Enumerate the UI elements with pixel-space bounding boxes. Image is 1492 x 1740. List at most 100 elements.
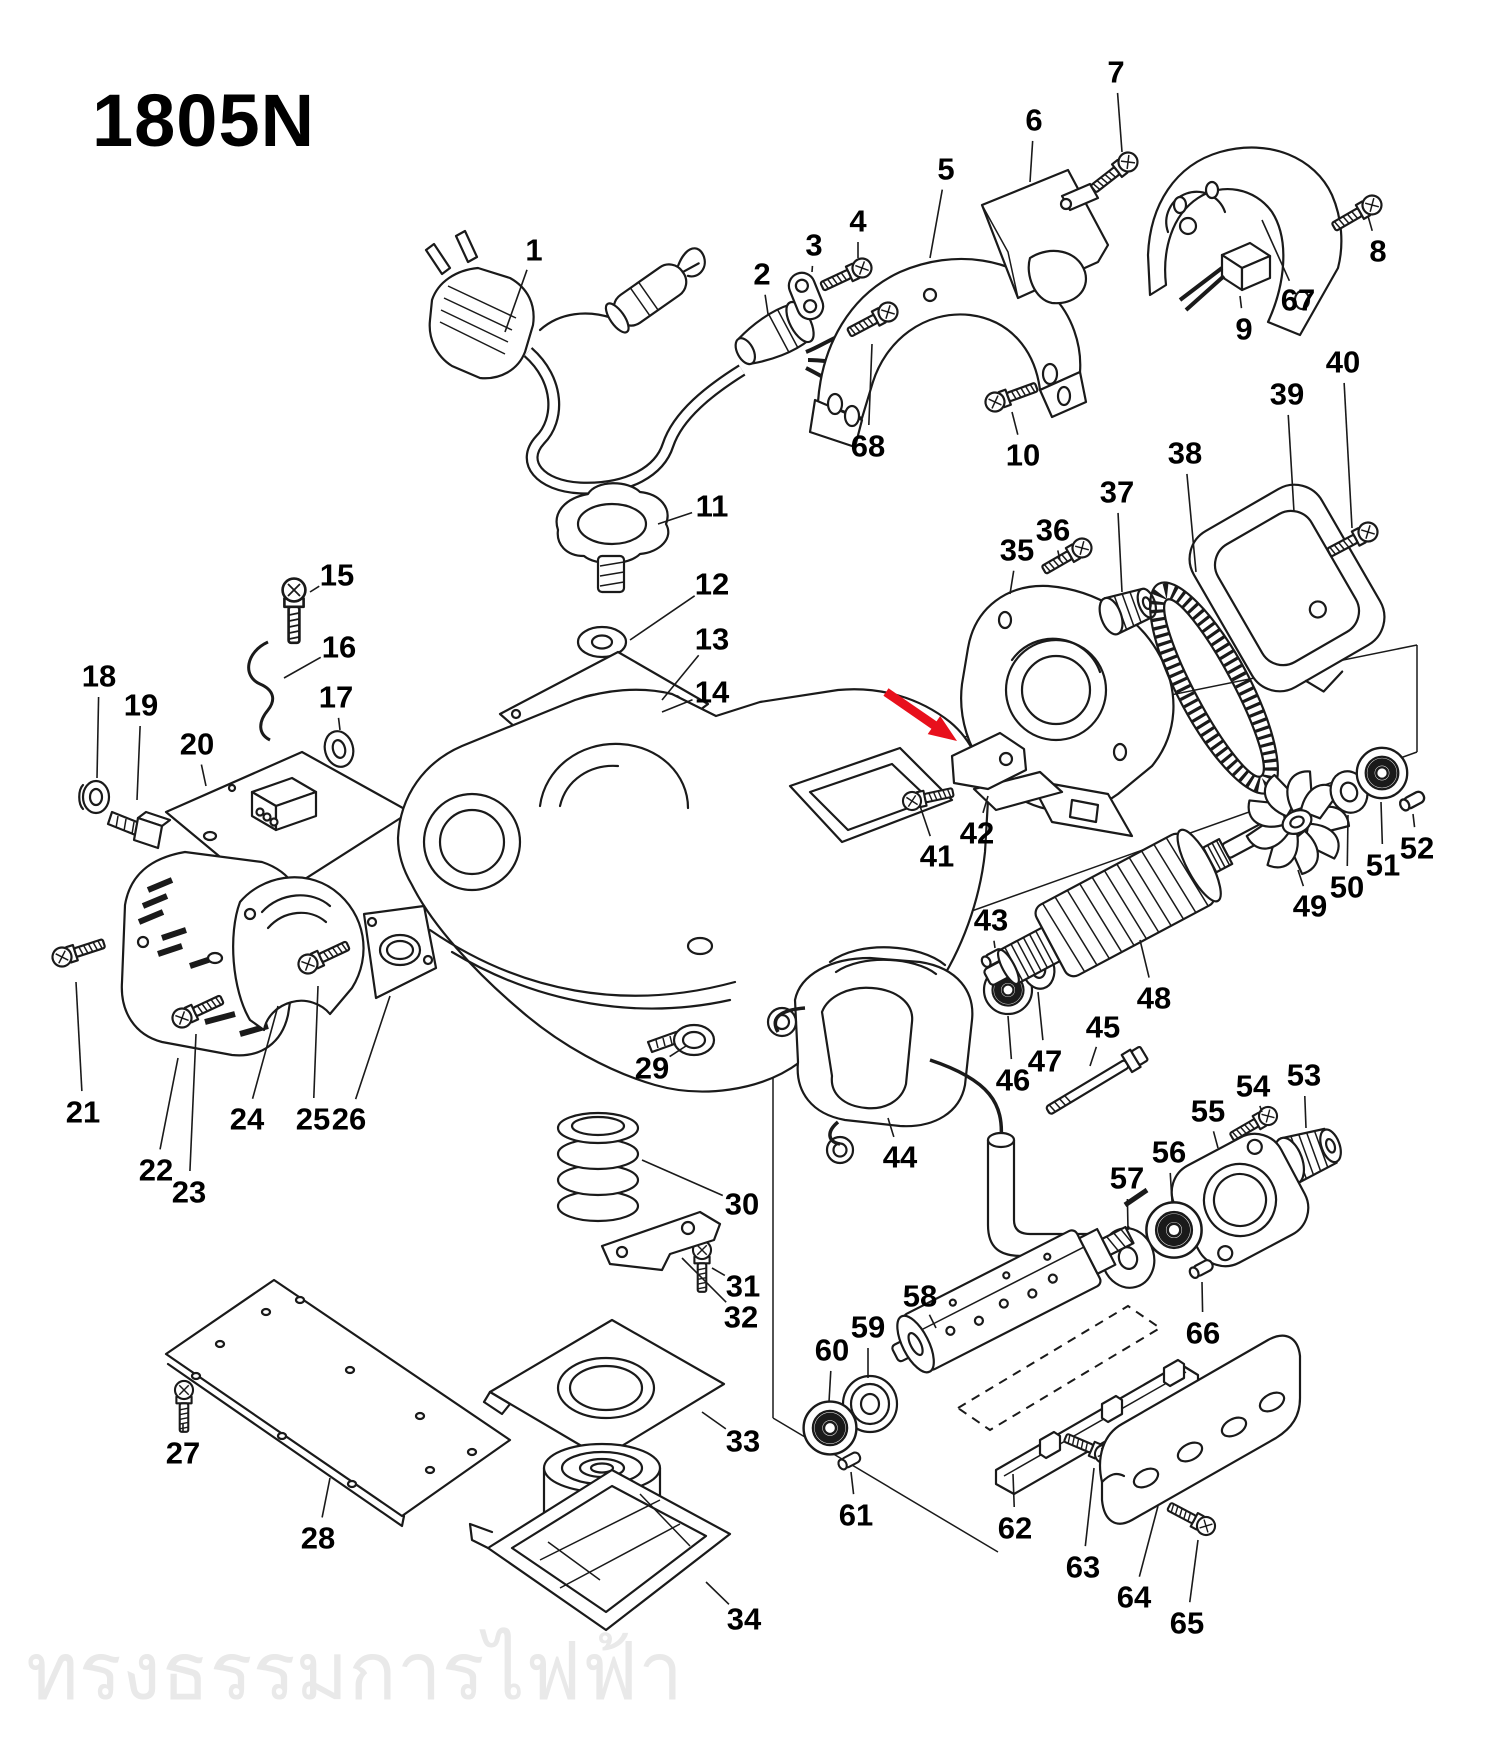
part-number-60: 60	[814, 1332, 850, 1368]
part-number-30: 30	[724, 1186, 760, 1222]
leader-line-12	[629, 595, 696, 641]
part-number-61: 61	[838, 1497, 874, 1533]
leader-line-63	[1084, 1467, 1095, 1547]
part-7-screw	[1086, 147, 1143, 198]
leader-line-23	[189, 1033, 197, 1172]
part-55-bearing-box	[1170, 1132, 1310, 1268]
watermark-text: ทรงธรรมการไฟฟ้า	[26, 1627, 684, 1716]
part-number-21: 21	[65, 1094, 101, 1130]
leader-line-32	[681, 1257, 727, 1303]
leader-line-21	[75, 981, 83, 1092]
part-39-belt-cover	[1188, 483, 1386, 693]
part-number-44: 44	[882, 1139, 918, 1175]
leader-line-66	[1201, 1281, 1204, 1313]
part-number-66: 66	[1185, 1315, 1221, 1351]
leader-line-8	[1367, 215, 1374, 232]
leader-line-24	[251, 1005, 279, 1099]
part-number-18: 18	[81, 658, 117, 694]
leader-line-52	[1412, 813, 1416, 828]
part-44-field-coil	[766, 946, 1149, 1258]
part-number-48: 48	[1136, 980, 1172, 1016]
part-42-brush-holder-bracket	[950, 731, 1064, 812]
part-64-blade-cover	[1098, 1334, 1302, 1525]
part-number-2: 2	[753, 256, 771, 292]
part-21-screw	[48, 933, 108, 971]
leader-line-44	[887, 1117, 895, 1138]
part-16-wire-hook	[247, 640, 275, 742]
leader-line-7	[1116, 92, 1123, 153]
part-number-41: 41	[919, 838, 955, 874]
part-66-pin	[1186, 1257, 1216, 1281]
leader-line-28	[321, 1477, 331, 1518]
part-number-8: 8	[1369, 233, 1387, 269]
leader-line-9	[1239, 295, 1243, 309]
part-number-35: 35	[999, 532, 1035, 568]
part-number-36: 36	[1035, 512, 1071, 548]
leader-line-62	[1012, 1473, 1016, 1508]
part-52-pin	[1397, 788, 1428, 814]
part-58-planer-drum	[891, 1225, 1135, 1374]
part-18-grommet	[78, 779, 111, 815]
part-number-26: 26	[331, 1101, 367, 1137]
part-number-11: 11	[695, 488, 729, 524]
part-number-68: 68	[850, 428, 886, 464]
part-number-63: 63	[1065, 1549, 1101, 1585]
part-number-55: 55	[1190, 1093, 1226, 1129]
part-number-58: 58	[902, 1278, 938, 1314]
part-number-24: 24	[229, 1101, 265, 1137]
leader-line-58	[928, 1314, 937, 1329]
part-number-67: 67	[1280, 282, 1316, 318]
leader-line-47	[1037, 991, 1044, 1041]
part-number-1: 1	[525, 232, 543, 268]
part-number-12: 12	[694, 566, 730, 602]
leader-line-43	[993, 940, 996, 949]
leader-line-29	[669, 1045, 687, 1058]
part-2-cord-guard	[734, 300, 815, 366]
leader-line-45	[1089, 1046, 1098, 1067]
leader-line-15	[309, 585, 320, 593]
part-number-7: 7	[1107, 54, 1125, 90]
part-27-screw	[173, 1379, 195, 1433]
leader-line-40	[1343, 382, 1353, 529]
part-34-adjust-base	[468, 1442, 732, 1632]
leader-line-13	[661, 654, 700, 701]
part-60-ball-bearing	[804, 1402, 857, 1455]
leader-line-35	[1009, 570, 1015, 595]
part-11-knob	[555, 482, 670, 594]
part-62-blade-set-plate	[994, 1358, 1200, 1496]
leader-line-67	[1261, 219, 1291, 282]
leader-line-18	[96, 696, 100, 779]
leader-line-61	[850, 1471, 855, 1495]
part-number-34: 34	[726, 1601, 762, 1637]
part-number-53: 53	[1286, 1057, 1322, 1093]
part-number-4: 4	[849, 203, 867, 239]
part-number-10: 10	[1005, 437, 1041, 473]
leader-line-56	[1169, 1172, 1173, 1203]
part-26-bearing-plate	[362, 904, 438, 1000]
part-number-20: 20	[179, 726, 215, 762]
leader-line-10	[1011, 411, 1019, 435]
part-59-washer	[841, 1374, 899, 1434]
leader-line-57	[1126, 1198, 1129, 1231]
leader-line-14	[661, 699, 693, 713]
part-9-noise-suppressor	[1178, 241, 1272, 312]
leader-line-2	[764, 294, 769, 315]
red-arrow-shaft	[883, 688, 944, 734]
part-45-through-bolt	[1045, 1045, 1149, 1115]
leader-line-11	[657, 511, 693, 525]
part-12-washer	[576, 625, 628, 659]
leader-line-68	[868, 343, 873, 426]
part-number-64: 64	[1116, 1579, 1152, 1615]
part-10-screw	[981, 376, 1041, 416]
planer-blade-dashed	[956, 1304, 1162, 1432]
part-number-38: 38	[1167, 435, 1203, 471]
part-56-ball-bearing	[1146, 1202, 1201, 1257]
part-number-28: 28	[300, 1520, 336, 1556]
leader-line-36	[1056, 550, 1061, 561]
leader-line-46	[1007, 1015, 1013, 1060]
part-number-52: 52	[1399, 830, 1435, 866]
part-number-33: 33	[725, 1423, 761, 1459]
part-number-51: 51	[1365, 847, 1401, 883]
part-number-47: 47	[1027, 1043, 1063, 1079]
leader-line-64	[1138, 1505, 1159, 1577]
